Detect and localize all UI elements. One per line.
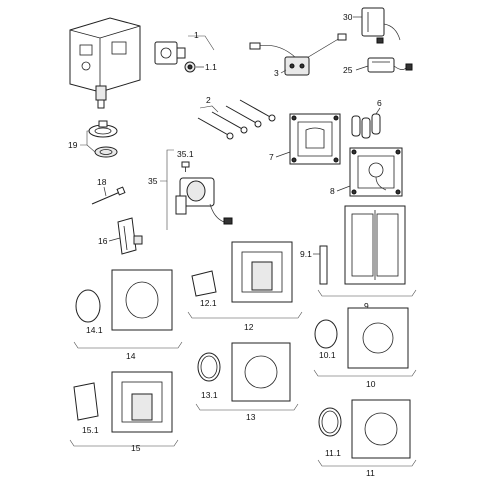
label-15-1: 15.1	[82, 425, 99, 435]
part-35-solenoid-valve	[175, 161, 233, 225]
part-30-transformer	[361, 7, 401, 44]
part-2-screws	[197, 99, 276, 140]
label-2: 2	[206, 95, 211, 105]
part-15-plate	[111, 371, 173, 433]
label-19: 19	[68, 140, 78, 150]
part-11-plate	[351, 399, 411, 459]
part-14-1-disc	[75, 289, 101, 323]
label-12: 12	[244, 322, 254, 332]
label-30: 30	[343, 12, 353, 22]
label-35: 35	[148, 176, 158, 186]
label-12-1: 12.1	[200, 298, 217, 308]
label-18: 18	[97, 177, 107, 187]
part-14-plate	[111, 269, 173, 331]
label-6: 6	[377, 98, 382, 108]
part-18-tool	[91, 186, 126, 205]
label-13: 13	[246, 412, 256, 422]
part-12-1-cover	[191, 270, 217, 297]
part-9-1-bar	[319, 245, 328, 285]
label-25: 25	[343, 65, 353, 75]
label-10: 10	[366, 379, 376, 389]
part-19-fixing-ring	[88, 120, 118, 158]
label-15: 15	[131, 443, 141, 453]
part-9-dual-plate	[344, 205, 406, 285]
part-3-cable-connector	[249, 33, 347, 76]
part-11-1-ring	[318, 407, 342, 437]
label-35-1: 35.1	[177, 149, 194, 159]
part-1-valve	[154, 41, 186, 65]
label-14: 14	[126, 351, 136, 361]
part-12-plate	[231, 241, 293, 303]
label-3: 3	[274, 68, 279, 78]
label-8: 8	[330, 186, 335, 196]
label-10-1: 10.1	[319, 350, 336, 360]
part-15-1-cover	[73, 382, 99, 421]
label-1: 1	[194, 30, 199, 40]
part-8-electronics-frame	[349, 147, 403, 197]
part-1-installation-box	[69, 17, 141, 109]
label-13-1: 13.1	[201, 390, 218, 400]
part-10-1-disc	[314, 319, 338, 349]
part-13-1-ring	[197, 352, 221, 382]
part-7-mounting-frame	[289, 113, 341, 165]
label-1-1: 1.1	[205, 62, 217, 72]
label-7: 7	[269, 152, 274, 162]
label-16: 16	[98, 236, 108, 246]
part-1-1-fitting	[184, 61, 196, 73]
part-6-batteries	[351, 113, 381, 139]
part-10-plate	[347, 307, 409, 369]
label-14-1: 14.1	[86, 325, 103, 335]
part-25-power-supply	[367, 57, 413, 73]
label-11: 11	[366, 468, 375, 478]
part-16-clip	[117, 217, 143, 255]
label-9-1: 9.1	[300, 249, 312, 259]
label-9: 9	[364, 301, 369, 311]
part-13-plate	[231, 342, 291, 402]
label-11-1: 11.1	[325, 448, 341, 458]
